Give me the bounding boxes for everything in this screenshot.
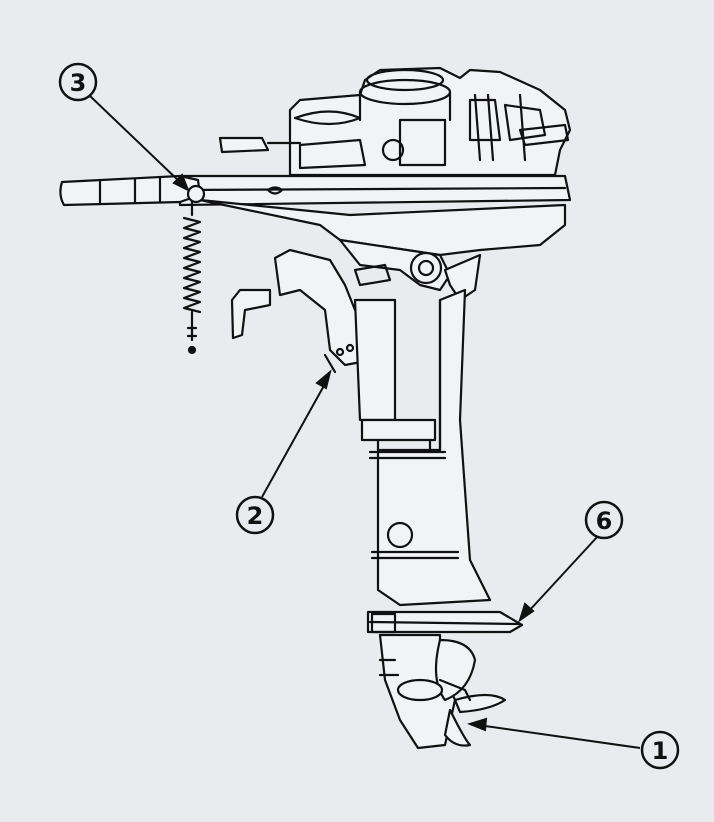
callout-1: 1	[640, 730, 680, 770]
callout-label-1: 1	[652, 737, 669, 765]
leader-1	[467, 717, 641, 749]
powerhead	[218, 66, 572, 177]
leader-2	[261, 369, 332, 498]
tiller-handle	[59, 174, 206, 207]
callout-label-3: 3	[70, 69, 87, 97]
callout-label-6: 6	[596, 507, 613, 535]
callout-2: 2	[235, 495, 275, 535]
propeller	[396, 638, 507, 747]
leader-6	[518, 535, 599, 623]
midsection	[338, 238, 482, 452]
outboard-motor	[59, 66, 572, 750]
anti-cavitation-plate	[366, 610, 524, 634]
leader-3	[89, 95, 190, 193]
throttle-spring	[182, 200, 202, 355]
callout-6: 6	[584, 500, 624, 540]
callout-label-2: 2	[247, 502, 264, 530]
callout-3: 3	[58, 62, 98, 102]
motor-cover-plate	[178, 174, 572, 257]
callout-leaders	[89, 95, 641, 749]
driveshaft-housing	[368, 288, 492, 607]
